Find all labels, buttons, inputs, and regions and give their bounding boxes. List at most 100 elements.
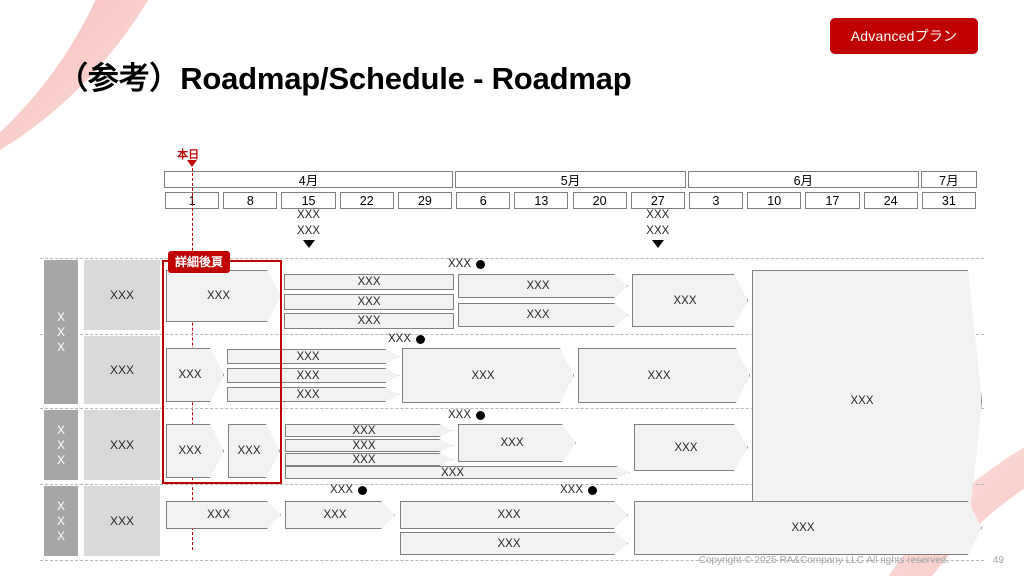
month-header-cell-0: 4月 [164, 171, 454, 188]
category-cell-1: XXX [84, 336, 160, 404]
task-bar-r1-1-label: XXX [296, 350, 320, 363]
task-bar-r0-6[interactable]: XXX [632, 274, 748, 327]
task-bar-r2-3-shape [285, 439, 453, 452]
task-bar-r0-6-shape [632, 274, 748, 327]
task-bar-r3-1[interactable]: XXX [285, 501, 395, 529]
task-bar-r3-0[interactable]: XXX [166, 501, 281, 529]
row-milestone-r0-0: XXX [448, 258, 486, 270]
task-bar-r1-4[interactable]: XXX [402, 348, 574, 403]
task-bar-r0-3-label: XXX [357, 315, 381, 327]
task-bar-r1-5[interactable]: XXX [578, 348, 750, 403]
week-header-cell-13: 31 [921, 192, 976, 209]
group-band-0: XXX [44, 260, 78, 404]
row-milestone-r3-1: XXX [560, 484, 598, 496]
row-milestone-r2-0-dot-icon [476, 410, 486, 420]
task-bar-r1-2-shape [227, 368, 399, 383]
row-separator-1 [40, 334, 984, 335]
task-bar-r0-5[interactable]: XXX [458, 303, 628, 327]
task-bar-r0-1-label: XXX [357, 276, 381, 288]
row-separator-bottom [40, 560, 984, 561]
week-header-cell-5: 6 [456, 192, 511, 209]
header-milestone-0: XXX XXX [269, 207, 349, 248]
task-bar-r3-0-shape [166, 501, 281, 529]
task-bar-r0-7-label: XXX [850, 395, 874, 407]
header-milestone-1-line-1: XXX [646, 225, 670, 237]
task-bar-r1-5-shape [578, 348, 750, 403]
task-bar-r2-4[interactable]: XXX [285, 453, 453, 466]
task-bar-r1-0[interactable]: XXX [166, 348, 224, 402]
task-bar-r2-5-label: XXX [440, 466, 464, 479]
group-band-0-label: XXX [54, 309, 68, 355]
task-bar-r0-4-label: XXX [526, 280, 550, 292]
month-header-cell-1: 5月 [455, 171, 686, 188]
task-bar-r1-3-shape [227, 387, 399, 402]
task-bar-r2-0[interactable]: XXX [166, 424, 224, 478]
task-bar-r1-2[interactable]: XXX [227, 368, 399, 383]
group-band-2-label: XXX [54, 498, 68, 544]
footer-page-number: 49 [992, 555, 1004, 566]
row-milestone-r2-0: XXX [448, 409, 486, 421]
task-bar-r2-2[interactable]: XXX [285, 424, 453, 437]
header-milestone-0-line-0: XXX [297, 209, 321, 221]
task-bar-r1-3[interactable]: XXX [227, 387, 399, 402]
task-bar-r1-2-label: XXX [296, 369, 320, 382]
task-bar-r2-1[interactable]: XXX [228, 424, 280, 478]
header-milestone-0-line-1: XXX [297, 225, 321, 237]
header-milestone-1: XXX XXX [618, 207, 698, 248]
task-bar-r3-2-shape [400, 501, 628, 529]
task-bar-r2-5[interactable]: XXX [285, 466, 630, 479]
row-milestone-r1-0: XXX [388, 333, 426, 345]
task-bar-r2-1-label: XXX [237, 445, 261, 457]
task-bar-r0-0[interactable]: XXX [166, 270, 281, 322]
category-cell-3: XXX [84, 486, 160, 556]
task-bar-r3-2[interactable]: XXX [400, 501, 628, 529]
task-bar-r0-4[interactable]: XXX [458, 274, 628, 298]
week-header-cell-8: 27 [630, 192, 685, 209]
group-band-1: XXX [44, 410, 78, 480]
task-bar-r2-4-label: XXX [352, 453, 376, 466]
header-milestone-1-line-0: XXX [646, 209, 670, 221]
week-header-cell-7: 20 [572, 192, 627, 209]
row-milestone-r3-1-dot-icon [588, 485, 598, 495]
row-separator-2 [40, 408, 984, 409]
task-bar-r2-4-shape [285, 453, 453, 466]
task-bar-r2-6-label: XXX [500, 437, 524, 449]
task-bar-r0-3[interactable]: XXX [284, 313, 454, 329]
row-milestone-r3-0-label: XXX [330, 484, 354, 496]
task-bar-r3-2-label: XXX [497, 509, 521, 521]
task-bar-r2-0-label: XXX [178, 445, 202, 457]
month-header-cell-3: 7月 [920, 171, 977, 188]
task-bar-r1-1[interactable]: XXX [227, 349, 399, 364]
task-bar-r2-7[interactable]: XXX [634, 424, 748, 471]
task-bar-r2-3[interactable]: XXX [285, 439, 453, 452]
row-milestone-r0-0-label: XXX [448, 258, 472, 270]
task-bar-r3-3[interactable]: XXX [400, 532, 628, 555]
task-bar-r3-4-label: XXX [791, 522, 815, 534]
row-milestone-r0-0-dot-icon [476, 259, 486, 269]
task-bar-r3-1-shape [285, 501, 395, 529]
week-header-cell-9: 3 [688, 192, 744, 209]
task-bar-r0-5-label: XXX [526, 309, 550, 321]
week-header-cell-6: 13 [514, 192, 569, 209]
row-milestone-r3-0-dot-icon [358, 485, 368, 495]
task-bar-r0-1[interactable]: XXX [284, 274, 454, 290]
row-milestone-r2-0-label: XXX [448, 409, 472, 421]
footer-copyright: Copyright © 2025 RA&Company LLC All righ… [698, 555, 949, 566]
task-bar-r1-4-shape [402, 348, 574, 403]
task-bar-r3-4[interactable]: XXX [634, 501, 982, 555]
task-bar-r3-3-shape [400, 532, 628, 555]
week-header-cell-2: 15 [281, 192, 336, 209]
header-milestone-0-triangle-icon [302, 240, 315, 248]
task-bar-r2-2-shape [285, 424, 453, 437]
category-cell-2: XXX [84, 410, 160, 480]
task-bar-r0-7[interactable]: XXX [752, 270, 982, 532]
category-cell-0: XXX [84, 260, 160, 330]
task-bar-r0-2[interactable]: XXX [284, 294, 454, 310]
task-bar-r2-6[interactable]: XXX [458, 424, 576, 462]
today-triangle-icon [187, 160, 198, 167]
week-header-cell-12: 24 [863, 192, 918, 209]
task-bar-r0-0-shape [166, 270, 281, 322]
week-header-cell-11: 17 [805, 192, 860, 209]
task-bar-r1-0-shape [166, 348, 224, 402]
